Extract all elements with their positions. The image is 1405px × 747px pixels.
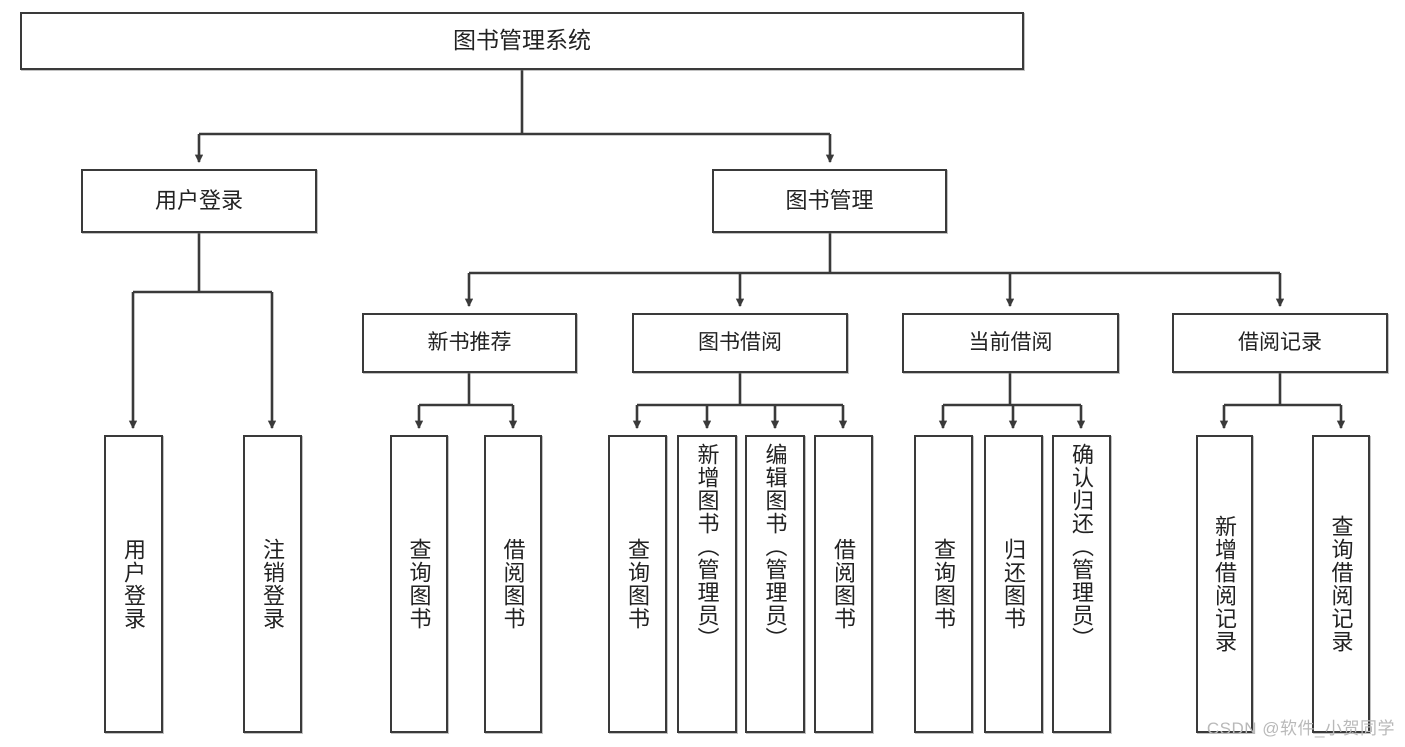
node-leaf-query-book-2-label: 查询图书 — [625, 538, 651, 630]
node-new-book-recommend-label: 新书推荐 — [427, 330, 512, 354]
node-leaf-borrow-book-2[interactable]: 借阅图书 — [814, 435, 873, 733]
node-new-book-recommend[interactable]: 新书推荐 — [362, 313, 577, 373]
node-borrow-record-label: 借阅记录 — [1238, 330, 1322, 354]
node-leaf-query-record[interactable]: 查询借阅记录 — [1312, 435, 1370, 733]
node-book-manage[interactable]: 图书管理 — [712, 169, 947, 233]
node-leaf-logout-label: 注销登录 — [260, 538, 286, 630]
node-leaf-confirm-return-label: 确认归还（管理员） — [1069, 443, 1095, 650]
node-leaf-query-book-2[interactable]: 查询图书 — [608, 435, 667, 733]
node-leaf-add-record-label: 新增借阅记录 — [1212, 515, 1238, 653]
node-leaf-query-book-3-label: 查询图书 — [931, 538, 957, 630]
node-leaf-query-book-1[interactable]: 查询图书 — [390, 435, 448, 733]
node-leaf-borrow-book-1-label: 借阅图书 — [500, 538, 526, 630]
node-leaf-edit-book[interactable]: 编辑图书（管理员） — [745, 435, 805, 733]
node-leaf-user-login[interactable]: 用户登录 — [104, 435, 163, 733]
node-root-system[interactable]: 图书管理系统 — [20, 12, 1024, 70]
node-user-login[interactable]: 用户登录 — [81, 169, 317, 233]
node-book-borrow-label: 图书借阅 — [698, 330, 782, 354]
node-leaf-borrow-book-1[interactable]: 借阅图书 — [484, 435, 542, 733]
node-leaf-query-book-1-label: 查询图书 — [406, 538, 432, 630]
node-leaf-add-book-label: 新增图书（管理员） — [694, 443, 720, 650]
node-current-borrow[interactable]: 当前借阅 — [902, 313, 1119, 373]
node-leaf-logout[interactable]: 注销登录 — [243, 435, 302, 733]
node-user-login-label: 用户登录 — [154, 188, 243, 214]
node-leaf-edit-book-label: 编辑图书（管理员） — [762, 443, 788, 650]
node-leaf-query-record-label: 查询借阅记录 — [1328, 515, 1354, 653]
node-leaf-confirm-return[interactable]: 确认归还（管理员） — [1052, 435, 1111, 733]
node-leaf-return-book-label: 归还图书 — [1001, 538, 1027, 630]
node-current-borrow-label: 当前借阅 — [968, 330, 1053, 354]
node-leaf-add-book[interactable]: 新增图书（管理员） — [677, 435, 737, 733]
node-leaf-query-book-3[interactable]: 查询图书 — [914, 435, 973, 733]
node-leaf-user-login-label: 用户登录 — [121, 538, 147, 630]
node-root-label: 图书管理系统 — [453, 27, 591, 54]
node-leaf-add-record[interactable]: 新增借阅记录 — [1196, 435, 1253, 733]
node-book-manage-label: 图书管理 — [785, 188, 874, 214]
watermark-text: CSDN @软件_小贺同学 — [1206, 719, 1395, 738]
node-leaf-return-book[interactable]: 归还图书 — [984, 435, 1043, 733]
node-book-borrow[interactable]: 图书借阅 — [632, 313, 848, 373]
node-leaf-borrow-book-2-label: 借阅图书 — [831, 538, 857, 630]
node-borrow-record[interactable]: 借阅记录 — [1172, 313, 1388, 373]
